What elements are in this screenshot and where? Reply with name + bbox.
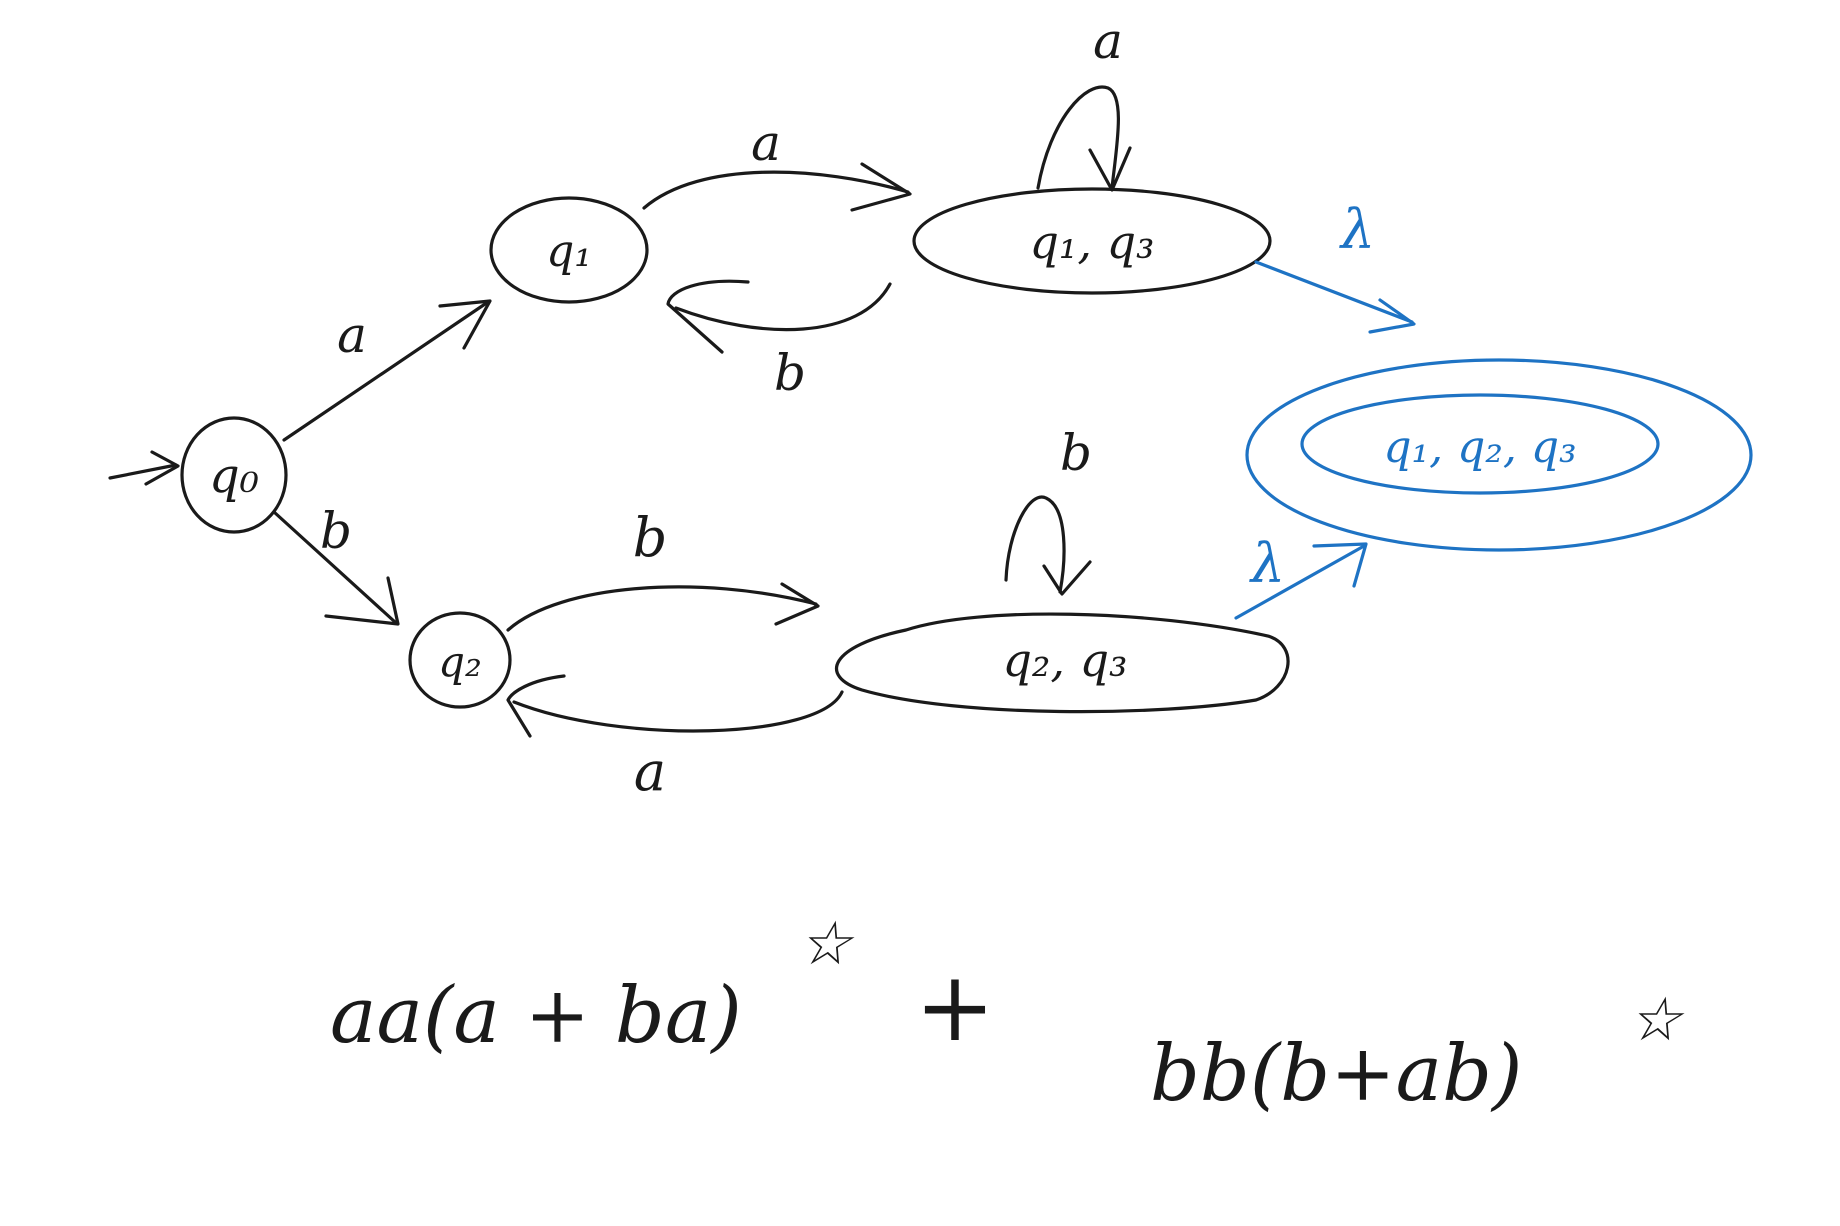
state-q1-q2-q3-label: q₁, q₂, q₃	[1383, 422, 1576, 473]
edge-q2q3-self-label: b	[1060, 424, 1092, 482]
edge-q1q3-self-label: a	[1093, 12, 1123, 70]
edge-q1q3-final: λ	[1254, 198, 1416, 334]
start-arrow	[108, 450, 180, 486]
state-q2-q3: q₂, q₃	[834, 612, 1290, 714]
edge-q2q3-self: b	[1004, 424, 1092, 596]
state-q1-label: q₁	[546, 226, 592, 277]
expression-star1: ☆	[798, 909, 855, 979]
state-q1-q2-q3-final: q₁, q₂, q₃	[1245, 358, 1753, 552]
edge-q2q3-q2-label: a	[634, 740, 666, 803]
state-q2-label: q₂	[438, 637, 482, 686]
edge-q2-q2q3-label: b	[633, 506, 668, 569]
state-q2-q3-label: q₂, q₃	[1002, 633, 1127, 687]
edge-q1-q1q3-label: a	[751, 114, 781, 172]
edge-q2-q2q3: b	[506, 506, 820, 632]
edge-q0-q2-label: b	[320, 502, 352, 560]
edge-q1q3-final-label: λ	[1339, 198, 1375, 261]
edge-q0-q1-label: a	[337, 306, 367, 364]
state-q1: q₁	[489, 196, 649, 304]
state-q1-q3: q₁, q₃	[912, 187, 1272, 295]
expression-plus: +	[915, 951, 995, 1063]
expression-part2: bb(b+ab)	[1150, 1029, 1522, 1119]
state-q2: q₂	[408, 611, 512, 709]
edge-q1q3-q1: b	[666, 279, 892, 402]
edge-q0-q1: a	[282, 299, 492, 442]
edge-q2q3-final: λ	[1234, 532, 1368, 620]
state-q0: q₀	[180, 416, 288, 534]
edge-q1q3-q1-label: b	[774, 344, 806, 402]
edge-q2q3-q2: a	[506, 674, 844, 803]
edge-q2q3-final-label: λ	[1249, 532, 1285, 595]
edge-q1-q1q3: a	[642, 114, 912, 212]
state-q1-q3-label: q₁, q₃	[1029, 215, 1154, 269]
regular-expression: aa(a + ba) ☆ + bb(b+ab) ☆	[330, 909, 1685, 1119]
state-q0-label: q₀	[209, 448, 259, 504]
edge-q0-q2: b	[272, 502, 400, 626]
edge-q1q3-self: a	[1036, 12, 1132, 192]
expression-star2: ☆	[1628, 985, 1685, 1055]
expression-part1: aa(a + ba)	[330, 971, 742, 1061]
